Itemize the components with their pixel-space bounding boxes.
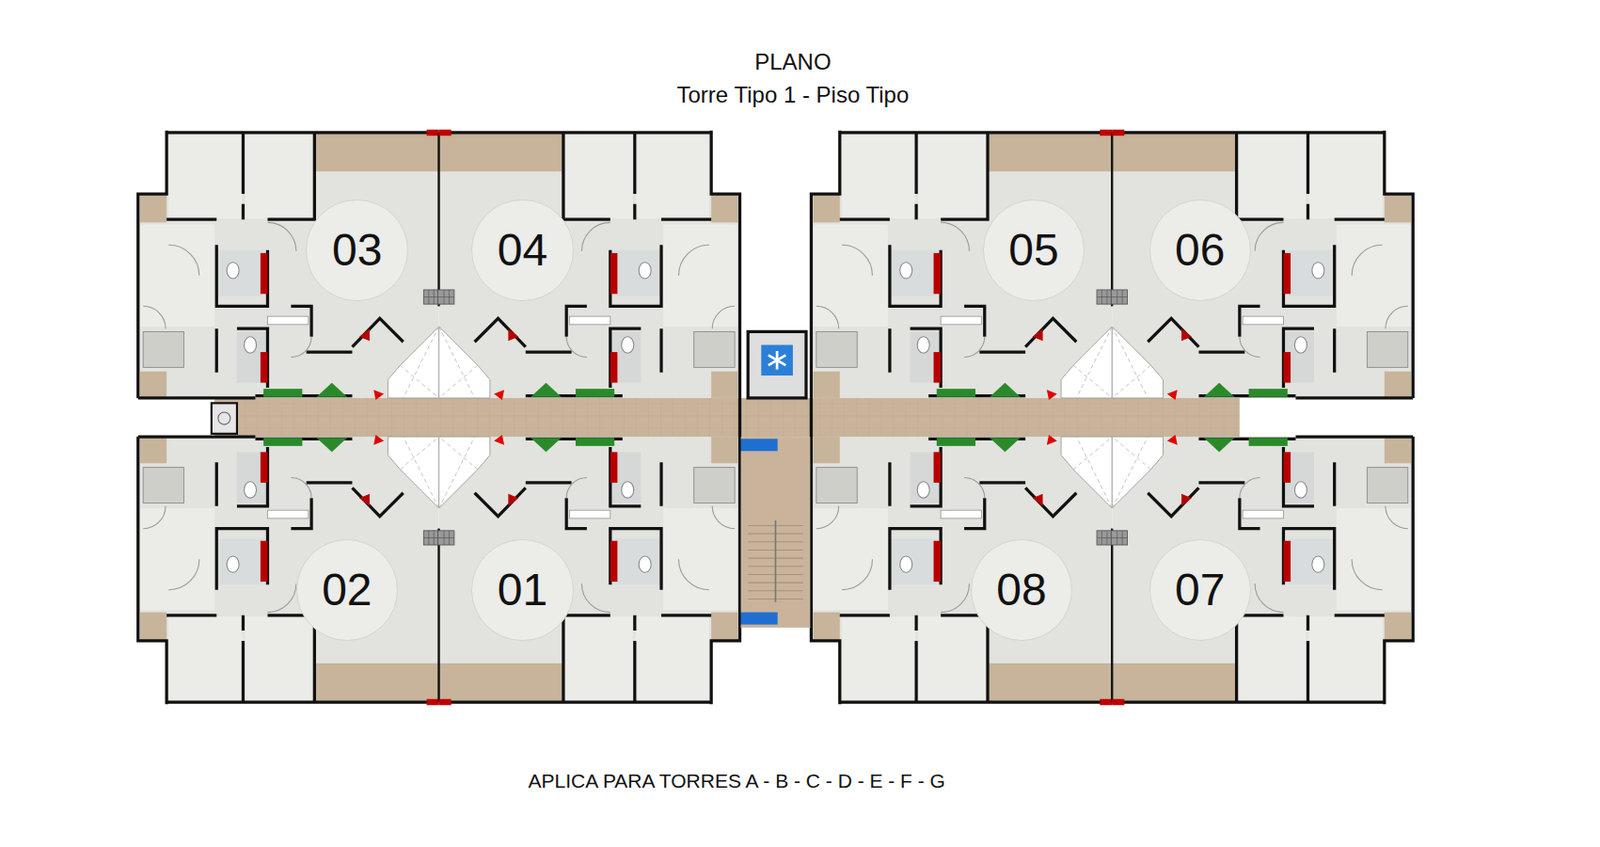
unit-circle: 06 (1149, 199, 1252, 301)
unit-number: 06 (1174, 227, 1225, 273)
unit-circle: 07 (1149, 538, 1252, 641)
unit-number: 08 (996, 567, 1046, 613)
unit-number: 01 (497, 567, 548, 613)
unit-number: 07 (1174, 567, 1225, 613)
unit-number: 05 (1008, 227, 1059, 273)
unit-number: 03 (332, 227, 382, 273)
unit-circle: 01 (471, 538, 573, 641)
unit-circle: 08 (970, 538, 1073, 641)
unit-circle: 03 (305, 199, 408, 301)
unit-circle: 05 (982, 199, 1085, 301)
unit-circle: 04 (471, 199, 573, 301)
unit-number: 04 (497, 227, 548, 273)
unit-circle: 02 (296, 538, 398, 641)
plan-title: PLANO (754, 48, 831, 76)
plan-caption: APLICA PARA TORRES A - B - C - D - E - F… (528, 769, 946, 793)
plan-subtitle: Torre Tipo 1 - Piso Tipo (677, 81, 910, 109)
unit-number: 02 (321, 567, 372, 613)
